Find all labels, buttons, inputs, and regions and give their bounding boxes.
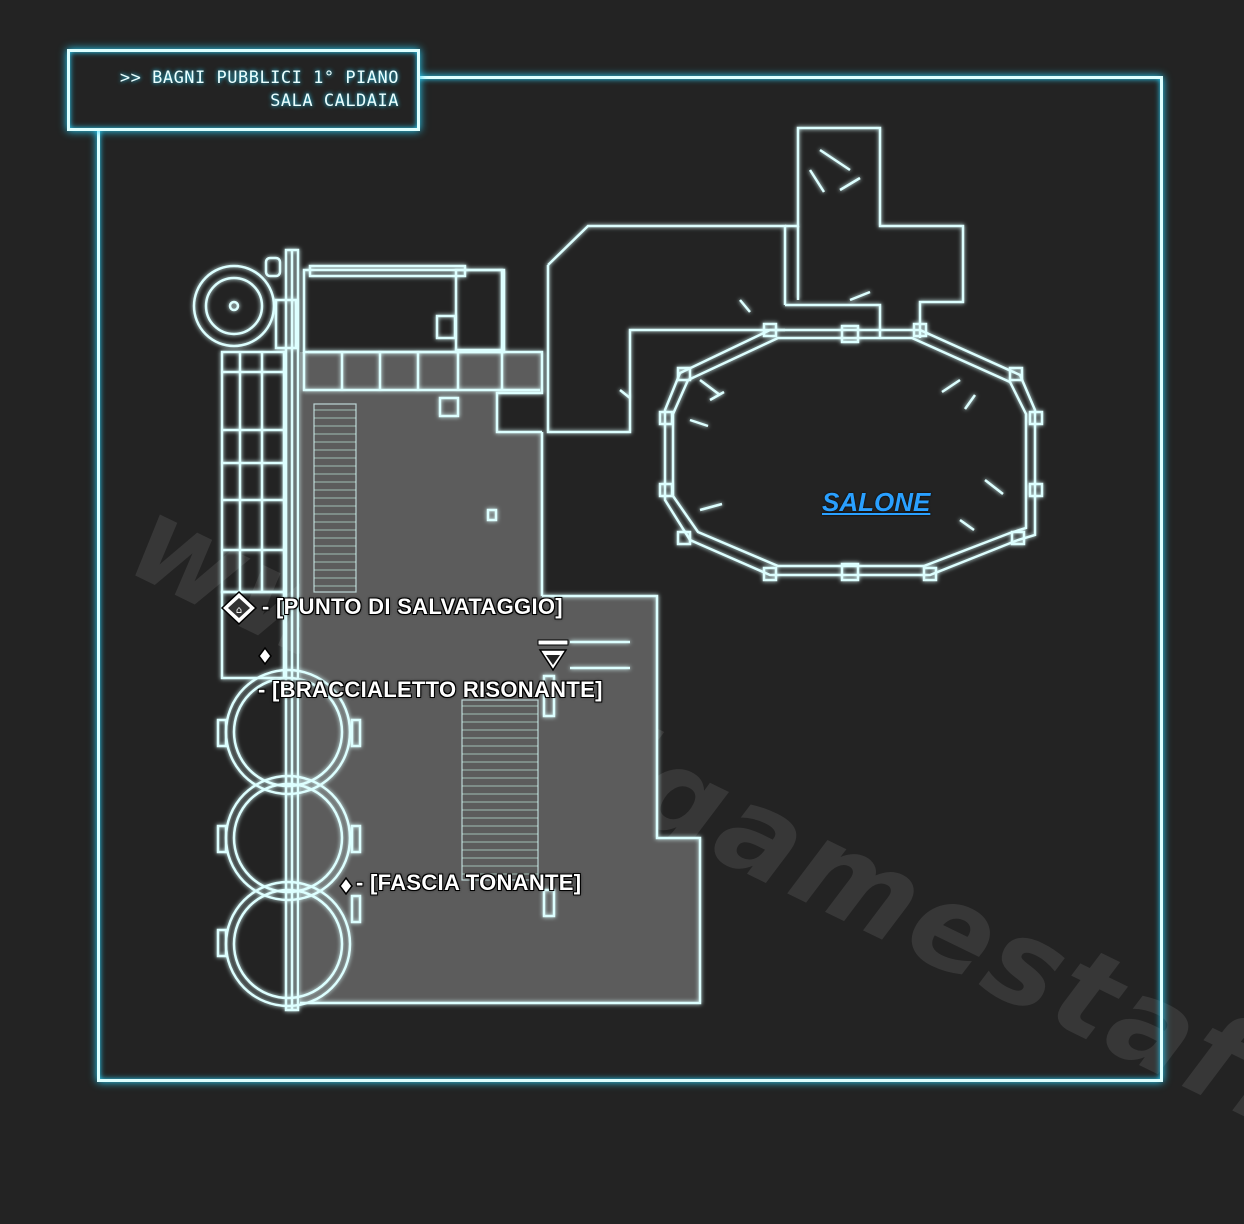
map-subtitle: SALA CALDAIA xyxy=(270,91,399,111)
boiler-room-floor xyxy=(300,352,700,1003)
entrance-triangle-icon[interactable] xyxy=(537,639,569,672)
bracelet-label: - [BRACCIALETTO RISONANTE] xyxy=(258,677,603,702)
save-point-icon[interactable]: ⌂ xyxy=(220,590,258,626)
svg-text:⌂: ⌂ xyxy=(236,605,242,616)
stairs-steps xyxy=(314,409,538,875)
map-title-box: >> BAGNI PUBBLICI 1° PIANO SALA CALDAIA xyxy=(67,49,420,131)
floor-plan xyxy=(192,126,1044,1012)
map-frame xyxy=(97,76,1163,1082)
sash-item-icon[interactable] xyxy=(339,876,353,896)
map-title: >> BAGNI PUBBLICI 1° PIANO xyxy=(119,68,399,88)
room-label-salone[interactable]: SALONE xyxy=(822,487,931,517)
marker-icons: ⌂ xyxy=(220,590,569,896)
sash-label: - [FASCIA TONANTE] xyxy=(356,870,582,895)
save-point-label: - [PUNTO DI SALVATAGGIO] xyxy=(262,594,563,619)
bracelet-item-icon[interactable] xyxy=(258,646,272,666)
walls xyxy=(192,126,1044,1012)
